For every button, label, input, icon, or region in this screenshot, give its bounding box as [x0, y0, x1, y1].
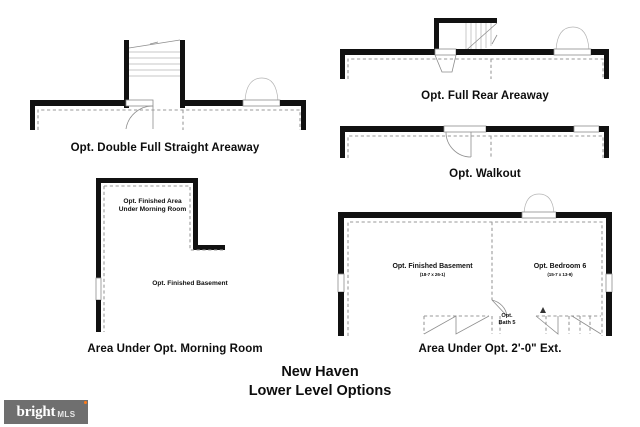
interior-dashed-line	[37, 109, 301, 130]
room-label-line1: Opt. Finished Area	[123, 198, 182, 205]
ext-wall-top-right	[556, 212, 612, 218]
morning-wall-bottom	[193, 245, 225, 250]
door-opening	[434, 48, 457, 56]
room-name: Opt. Bedroom 6	[533, 263, 587, 270]
foundation-wall-left	[30, 100, 126, 106]
morning-wall-left-lower	[96, 300, 101, 332]
return-wall-left	[340, 126, 345, 158]
room-label-bedroom-6: Opt. Bedroom 6 (15-7 x 13-9)	[490, 263, 630, 277]
bright-mls-watermark: bright MLS	[4, 400, 88, 424]
plan-area-under-2-0-ext	[337, 193, 613, 336]
areaway-wall-top	[434, 18, 497, 23]
stair-wall-left	[124, 40, 129, 108]
foundation-wall-left	[340, 126, 444, 132]
plan-walkout	[340, 125, 609, 158]
ext-wall-right-upper	[606, 212, 612, 274]
room-dimensions: (18-7 x 26-1)	[419, 271, 446, 277]
stair-wall-right	[180, 40, 185, 108]
room-dimensions: (15-7 x 13-9)	[547, 271, 573, 277]
door-opening	[443, 125, 487, 133]
watermark-accent-dot	[84, 401, 87, 404]
foundation-wall-right	[591, 49, 609, 55]
foundation-wall-mid	[486, 126, 574, 132]
plan-full-rear-areaway	[340, 18, 609, 79]
room-label-finished-basement-morning: Opt. Finished Basement	[152, 280, 228, 287]
ext-wall-right-lower	[606, 292, 612, 336]
return-wall-left	[340, 49, 345, 79]
door-swing-arc	[491, 299, 508, 317]
room-label-line1: Opt.	[501, 313, 513, 319]
title-block: New Haven Lower Level Options	[120, 363, 520, 401]
return-wall-left	[30, 100, 35, 130]
interior-dashed-line	[347, 221, 603, 336]
foundation-wall-right	[280, 100, 306, 106]
return-wall-right	[604, 49, 609, 79]
return-wall-right	[604, 126, 609, 158]
interior-dashed-line	[347, 135, 604, 158]
door-swing-arc	[125, 105, 154, 130]
room-label-line2: Under Morning Room	[118, 206, 187, 214]
morning-wall-left-upper	[96, 178, 101, 278]
foundation-wall-mid	[456, 49, 554, 55]
room-label-finished-basement-ext: Opt. Finished Basement (18-7 x 26-1)	[340, 263, 525, 277]
plan-subtitle: Lower Level Options	[248, 383, 392, 400]
morning-wall-right	[193, 178, 198, 250]
door-opening	[125, 99, 154, 107]
window-opening	[573, 125, 600, 133]
bay-bump-out	[553, 26, 592, 56]
caption-full-rear-areaway: Opt. Full Rear Areaway	[421, 90, 549, 102]
room-label-line2: Bath 5	[498, 319, 516, 326]
areaway-wall-left	[434, 18, 439, 54]
caption-walkout: Opt. Walkout	[449, 168, 521, 180]
window-opening	[95, 277, 102, 301]
return-wall-right	[301, 100, 306, 130]
room-name: Opt. Finished Basement	[392, 263, 473, 270]
bay-bump-out	[521, 193, 557, 219]
caption-area-under-morning-room: Area Under Opt. Morning Room	[87, 343, 263, 355]
watermark-brand: bright	[16, 403, 56, 420]
interior-dashed-line	[347, 58, 604, 79]
bay-bump-out	[242, 77, 281, 107]
ext-wall-top-left	[338, 212, 522, 218]
ext-wall-left-lower	[338, 292, 344, 336]
room-label-finished-area-under-morning-room: Opt. Finished Area Under Morning Room	[90, 198, 215, 214]
door-swing-arc	[445, 131, 472, 158]
foundation-wall-left	[340, 49, 435, 55]
plan-area-under-morning-room	[95, 178, 225, 332]
closet-door-symbols	[423, 307, 602, 335]
stair-treads	[128, 39, 181, 77]
morning-wall-top	[96, 178, 198, 183]
ext-wall-left-upper	[338, 212, 344, 274]
foundation-wall-mid	[180, 100, 243, 106]
plan-name: New Haven	[281, 364, 359, 380]
caption-double-full-straight-areaway: Opt. Double Full Straight Areaway	[70, 142, 260, 154]
door-threshold	[434, 54, 457, 73]
interior-dashed-line-upper	[104, 185, 225, 251]
room-label-bath-5: Opt. Bath 5	[478, 313, 536, 326]
watermark-suffix: MLS	[57, 409, 76, 419]
plan-double-full-straight-areaway	[30, 39, 306, 130]
caption-area-under-2-0-ext: Area Under Opt. 2'-0" Ext.	[418, 343, 562, 355]
stair-treads	[461, 22, 498, 55]
